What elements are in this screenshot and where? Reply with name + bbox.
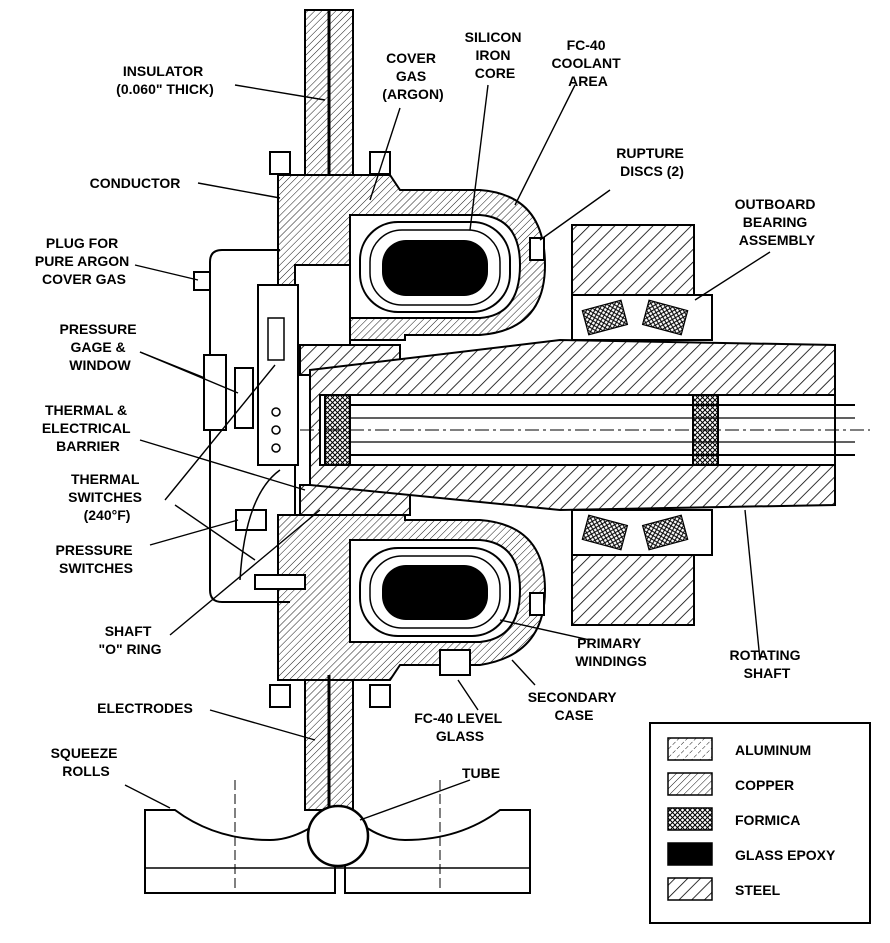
label-pressure-switches: PRESSURE SWITCHES bbox=[56, 542, 137, 576]
legend-item-copper: COPPER bbox=[667, 772, 794, 796]
label-fc40-coolant-area: FC-40 COOLANT AREA bbox=[551, 37, 624, 89]
label-insulator: INSULATOR (0.060" THICK) bbox=[116, 63, 214, 97]
label-primary-windings: PRIMARY WINDINGS bbox=[575, 635, 647, 669]
legend-item-aluminum: ALUMINUM bbox=[667, 737, 811, 761]
legend-item-glass-epoxy: GLASS EPOXY bbox=[667, 842, 836, 866]
legend-label-steel: STEEL bbox=[735, 882, 781, 898]
label-electrodes: ELECTRODES bbox=[97, 700, 193, 716]
tube bbox=[306, 804, 370, 868]
legend-label-formica: FORMICA bbox=[735, 812, 800, 828]
bolt-top-left bbox=[269, 151, 291, 175]
labels: INSULATOR (0.060" THICK) COVER GAS (ARGO… bbox=[35, 29, 820, 781]
rupture-disc-upper bbox=[529, 237, 545, 261]
lower-primary-winding bbox=[382, 565, 488, 620]
switch-plug bbox=[254, 574, 306, 590]
legend-swatch-formica bbox=[667, 807, 713, 831]
label-thermal-barrier: THERMAL & ELECTRICAL BARRIER bbox=[42, 402, 134, 454]
label-silicon-iron-core: SILICON IRON CORE bbox=[465, 29, 526, 81]
legend-swatch-aluminum bbox=[667, 737, 713, 761]
bolt-bottom-left bbox=[269, 684, 291, 708]
label-outboard-bearing: OUTBOARD BEARING ASSEMBLY bbox=[735, 196, 820, 248]
label-conductor: CONDUCTOR bbox=[90, 175, 181, 191]
transformer-assembly bbox=[144, 9, 870, 894]
label-tube: TUBE bbox=[462, 765, 500, 781]
label-rupture-discs: RUPTURE DISCS (2) bbox=[616, 145, 688, 179]
rupture-disc-lower bbox=[529, 592, 545, 616]
label-plug: PLUG FOR PURE ARGON COVER GAS bbox=[35, 235, 133, 287]
legend-swatch-glass-epoxy bbox=[667, 842, 713, 866]
legend-swatch-steel bbox=[667, 877, 713, 901]
level-glass bbox=[439, 649, 471, 676]
upper-primary-winding bbox=[382, 240, 488, 296]
bearing-housing-upper bbox=[571, 224, 695, 296]
squeeze-roll-right bbox=[344, 807, 531, 894]
pressure-gage-body bbox=[203, 354, 227, 431]
legend-item-steel: STEEL bbox=[667, 877, 781, 901]
label-pressure-gage: PRESSURE GAGE & WINDOW bbox=[60, 321, 141, 373]
legend-label-copper: COPPER bbox=[735, 777, 794, 793]
gage-window bbox=[234, 367, 254, 429]
materials-legend: ALUMINUM COPPER FORMICA GLASS EPOXY STEE… bbox=[649, 722, 871, 924]
label-fc40-level-glass: FC-40 LEVEL GLASS bbox=[414, 710, 506, 744]
label-rotating-shaft: ROTATING SHAFT bbox=[730, 647, 805, 681]
bearing-housing-lower bbox=[571, 554, 695, 626]
label-cover-gas: COVER GAS (ARGON) bbox=[382, 50, 443, 102]
legend-label-glass-epoxy: GLASS EPOXY bbox=[735, 847, 836, 863]
legend-label-aluminum: ALUMINUM bbox=[735, 742, 811, 758]
switch-block bbox=[257, 284, 299, 466]
label-shaft-o-ring: SHAFT "O" RING bbox=[98, 623, 161, 657]
legend-swatch-copper bbox=[667, 772, 713, 796]
label-secondary-case: SECONDARY CASE bbox=[528, 689, 621, 723]
argon-plug bbox=[193, 271, 211, 291]
label-squeeze-rolls: SQUEEZE ROLLS bbox=[51, 745, 122, 779]
bolt-bottom-right bbox=[369, 684, 391, 708]
squeeze-roll-left bbox=[144, 807, 336, 894]
label-thermal-switches: THERMAL SWITCHES (240°F) bbox=[68, 471, 146, 523]
leader-lines bbox=[124, 84, 771, 821]
legend-item-formica: FORMICA bbox=[667, 807, 800, 831]
